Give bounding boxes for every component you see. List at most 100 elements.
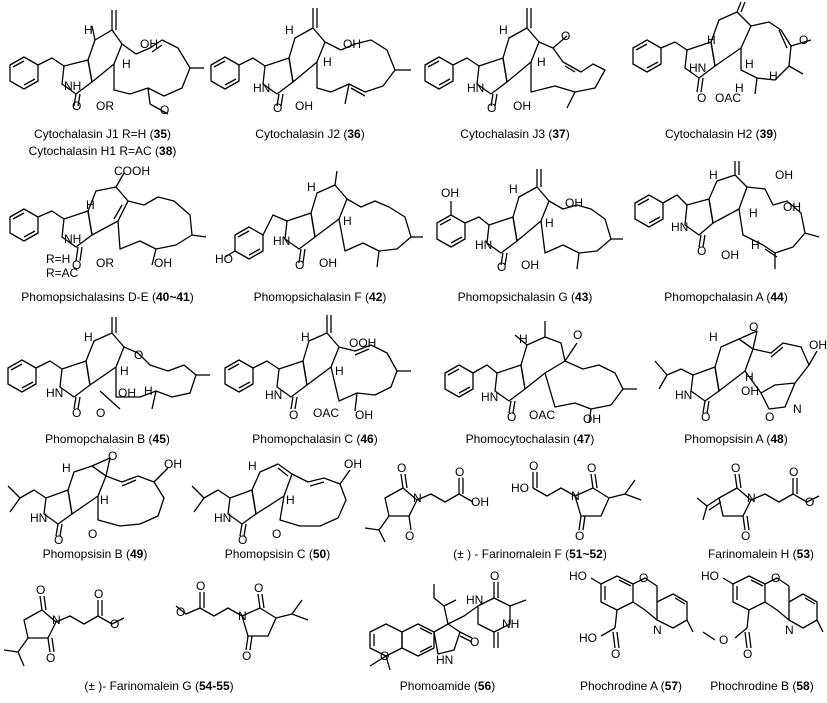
atom-label: O [611,647,621,661]
compound-caption: Farinomalein H (53) [707,547,815,561]
atom-label: HN [675,388,693,402]
atom-label: O [160,103,170,117]
compound-caption: Phomopchalasin C (46) [252,432,378,446]
compound-number: 50 [312,547,327,561]
atom-label: O [272,527,282,541]
compound-caption: Phochrodine B (58) [710,679,814,693]
compound-caption: Phomoamide (56) [399,679,496,693]
atom-label: O [799,33,809,47]
compound-40-41: COOH NH O OR OH R=H R=AC H Phomopsichala… [0,165,215,313]
compound-name: Phochrodine A ( [579,679,665,693]
compound-caption: Phomopsisin C (50) [224,547,331,561]
compound-44: OH OH HN O OH H H H Phomopchalasin A (44… [625,161,827,313]
compound-48: O OH HN O OH O N H H Phomopsisin A (48) [645,313,827,458]
atom-label: OH [721,248,739,262]
compound-number: 49 [130,547,144,561]
atom-label: HN [265,388,283,402]
structure-42 [224,170,423,268]
atom-label: N [52,613,61,627]
compound-number: 46 [360,432,374,446]
compound-35-38: OH NH O OR O H H Cytochalasin J1 R=H (35… [0,0,205,165]
structure-56 [369,582,527,671]
atom-label: OH [441,186,459,200]
atom-label: HN [475,238,493,252]
atom-label: O [697,244,707,258]
atom-label: H [545,216,554,230]
atom-label: HN [671,220,689,234]
atom-label: OH [154,256,172,270]
atom-label: N [785,623,794,637]
atom-label: OH [565,196,583,210]
atom-label: OH [521,258,539,272]
compound-number: 51~52 [569,547,603,561]
compound-name: Phomocytochalasin ( [465,432,578,446]
atom-label: N [413,491,422,505]
atom-label: OH [344,457,362,471]
atom-label: HO [511,481,529,495]
compound-caption-2: Cytochalasin H1 R=AC (38) [28,144,177,158]
atom-label: OH [140,37,158,51]
atom-label: OAC [715,91,742,105]
compound-number: 40~41 [156,290,190,304]
atom-label: O [470,635,480,649]
structure-57 [590,575,694,649]
compound-caption: Phomopsisin B (49) [42,547,148,561]
compound-number: 57 [664,679,679,693]
atom-label: HN [466,593,484,607]
structure-35-38 [9,10,204,115]
structure-36 [210,8,411,107]
compound-name: Phomopchalasin A ( [664,290,771,304]
atom-label: O [697,91,707,105]
atom-label: O [54,533,64,547]
structure-53 [696,473,820,531]
compound-name: Phomoamide ( [399,679,478,693]
atom-label: O [490,569,500,583]
atom-label: O [789,465,799,479]
atom-label: H [122,57,131,71]
atom-label: O [487,101,497,115]
atom-label: O [94,587,104,601]
atom-label: O [575,529,585,543]
atom-label: NH [64,79,82,93]
structure-43 [436,169,623,270]
atom-label: O [771,571,781,585]
compound-number: 56 [477,679,492,693]
atom-label: OAC [313,406,340,420]
compound-53: O N O O O Farinomalein H (53) [695,458,827,570]
structure-54-55 [3,592,309,667]
atom-label: O [805,495,815,509]
atom-label: O [405,529,415,543]
atom-label: O [72,258,82,272]
structure-47 [444,321,637,424]
compound-43: OH OH HN O OH H H Phomopsichalasin G (43… [425,165,625,313]
atom-label: O [295,258,305,272]
atom-label: O [176,605,186,619]
compound-number: 44 [770,290,784,304]
compound-name: Phomopsisin A ( [684,432,771,446]
compound-caption: Phomopsisin A (48) [684,432,788,446]
compound-caption: Phomopsichalasins D-E (40~41) [21,290,194,304]
atom-label: H [735,81,744,95]
atom-label: HN [214,511,232,525]
atom-label: O [719,633,729,647]
structure-45 [7,317,210,410]
atom-label: O [36,583,46,597]
compound-caption: Phomopchalasin A (44) [664,290,788,304]
atom-label: HN [689,61,707,75]
atom-label: H [335,364,344,378]
compound-name: Cytochalasin J2 ( [255,127,348,141]
atom-label: O [497,260,507,274]
atom-label: H [745,57,754,71]
atom-label: O [96,406,106,420]
atom-label: OH [164,457,182,471]
atom-label: O [380,649,390,663]
atom-label: OH [775,168,793,182]
compound-name: Cytochalasin H2 ( [664,127,760,141]
compound-47: O HN O OAC OH H Phomocytochalasin (47) [415,313,645,458]
compound-45: O HN O OH O H H H Phomopchalasin B (45) [0,313,215,458]
compound-caption: Cytochalasin J3 (37) [460,127,570,141]
atom-label: O [455,465,465,479]
compound-name: Cytochalasin J1 R=H ( [33,127,154,141]
atom-label: O [765,410,775,424]
compound-37: O HN O OH H H Cytochalasin J3 (37) [415,0,615,165]
